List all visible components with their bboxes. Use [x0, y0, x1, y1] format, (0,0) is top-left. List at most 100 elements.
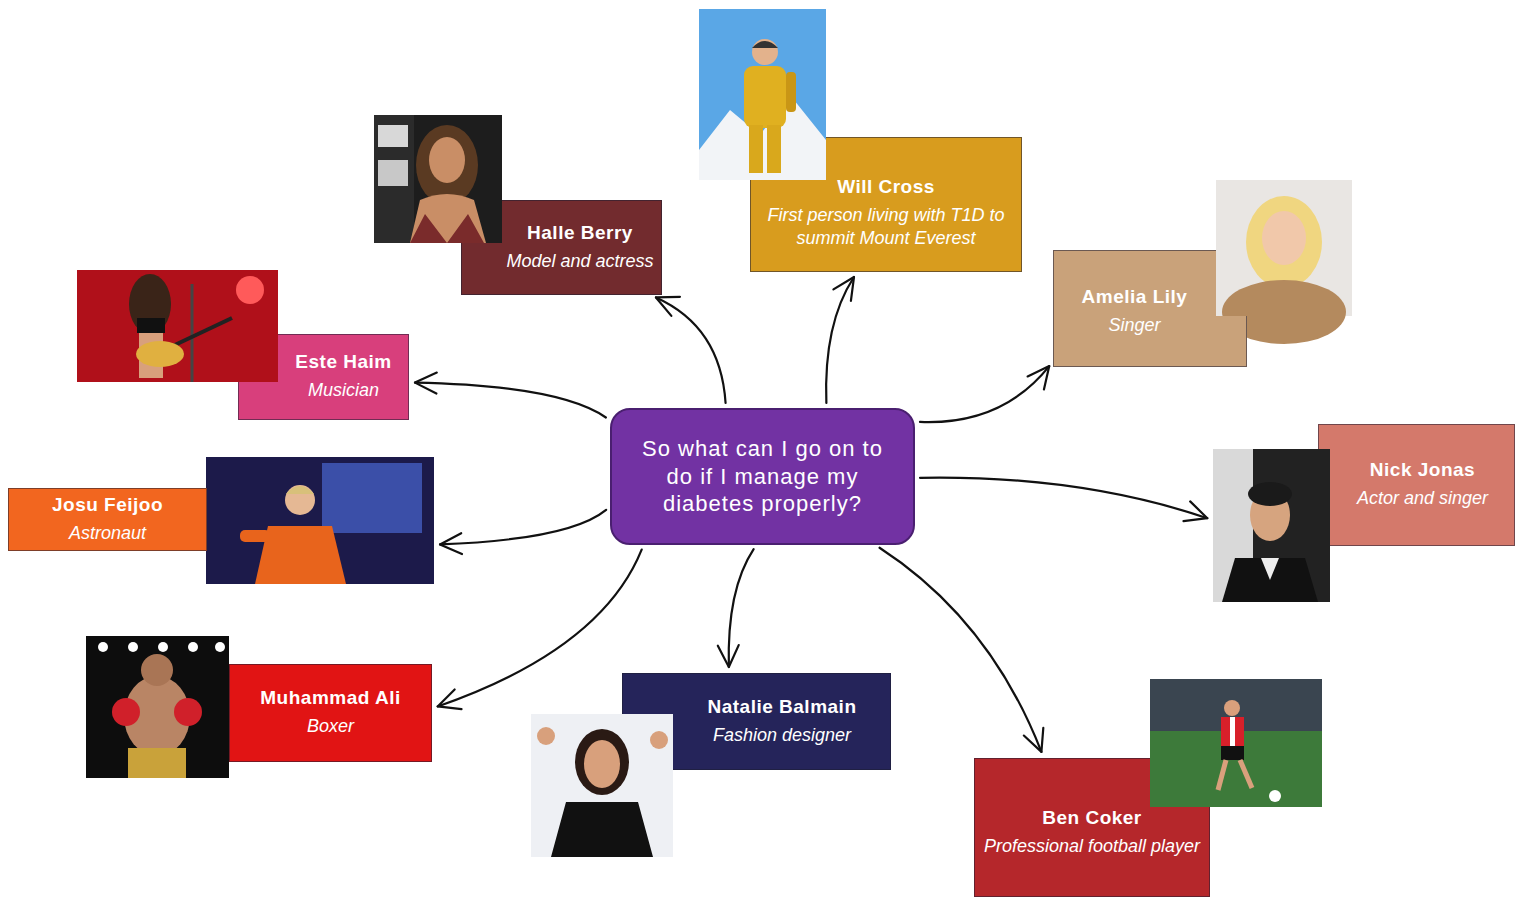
person-name: Este Haim: [295, 351, 391, 374]
photo-halle: [374, 115, 502, 243]
photo-bg: [531, 714, 673, 857]
arrow-head: [438, 689, 462, 709]
glove: [112, 698, 140, 726]
arm: [240, 530, 270, 542]
label-text: Nick JonasActor and singer: [1332, 430, 1513, 540]
suit: [744, 66, 786, 128]
photo-nick: [1213, 449, 1330, 602]
photo-natalie: [531, 714, 673, 857]
question-text-wrap: So what can I go on to do if I manage my…: [612, 427, 913, 526]
photo-bg: [206, 457, 434, 584]
question-box: So what can I go on to do if I manage my…: [610, 408, 915, 545]
label-text: Ben CokerProfessional football player: [976, 783, 1208, 883]
person-role: Astronaut: [69, 522, 146, 545]
leg: [767, 125, 781, 173]
person-name: Amelia Lily: [1082, 286, 1188, 309]
hair: [575, 729, 629, 795]
head: [752, 39, 778, 65]
arrow-head: [440, 533, 462, 554]
hand: [650, 731, 668, 749]
person-card: Josu FeijooAstronaut: [8, 457, 434, 584]
person-name: Nick Jonas: [1370, 459, 1475, 482]
arrow-head: [1028, 366, 1050, 389]
ball: [1269, 790, 1281, 802]
person-role: Singer: [1108, 314, 1160, 337]
head: [1224, 700, 1240, 716]
person-name: Ben Coker: [1042, 807, 1142, 830]
photo-will: [699, 9, 826, 180]
arrow-head: [1024, 728, 1043, 752]
person-role: Model and actress: [506, 250, 653, 273]
person-role: Boxer: [307, 715, 354, 738]
label-panel: [461, 200, 662, 295]
shirt-stripe: [1230, 717, 1235, 746]
hair: [129, 274, 171, 334]
shorts: [1221, 746, 1244, 760]
ring-light: [98, 642, 108, 652]
person-name: Halle Berry: [527, 222, 633, 245]
shorts: [128, 748, 186, 778]
person-card: Muhammad AliBoxer: [86, 636, 432, 778]
person-role: Actor and singer: [1357, 487, 1488, 510]
photo-bg: [1213, 449, 1330, 602]
hair: [1248, 482, 1292, 506]
person-card: Nick JonasActor and singer: [1213, 424, 1515, 602]
photo-bg: [77, 270, 278, 382]
face: [1262, 211, 1306, 265]
photo-bg: [86, 636, 229, 778]
photo-josu: [206, 457, 434, 584]
person-card: Ben CokerProfessional football player: [974, 679, 1322, 897]
hair: [1246, 196, 1322, 288]
connector-line: [920, 478, 1207, 519]
label-text: Halle BerryModel and actress: [500, 203, 660, 293]
leg: [1240, 760, 1252, 788]
suit: [1222, 558, 1318, 602]
connector-line: [440, 510, 606, 545]
shirt: [551, 802, 653, 857]
top: [137, 318, 165, 333]
connector: [826, 277, 854, 403]
person-name: Josu Feijoo: [52, 494, 163, 517]
backdrop-sign: [378, 160, 408, 186]
arrow-head: [833, 277, 854, 301]
label-panel: [1318, 424, 1515, 546]
question-text: So what can I go on to do if I manage my…: [630, 435, 895, 518]
connector: [440, 510, 606, 554]
arm: [786, 72, 796, 112]
person-name: Muhammad Ali: [260, 687, 400, 710]
photo-bg: [699, 9, 826, 180]
label-text: Josu FeijooAstronaut: [10, 490, 205, 549]
leg: [1218, 760, 1226, 790]
person-card: Este HaimMusician: [77, 270, 409, 420]
label-panel: [229, 664, 432, 762]
photo-ali: [86, 636, 229, 778]
connector-line: [415, 383, 606, 418]
connector-line: [438, 550, 642, 707]
shoulders: [410, 194, 486, 243]
hair: [286, 486, 314, 494]
person-role: Fashion designer: [713, 724, 851, 747]
connector: [718, 549, 754, 667]
connector-line: [729, 549, 754, 667]
label-text: Will CrossFirst person living with T1D t…: [760, 158, 1012, 268]
photo-ben: [1150, 679, 1322, 807]
person-role: First person living with T1D to summit M…: [760, 204, 1012, 251]
connector: [415, 373, 606, 418]
connector: [438, 550, 642, 710]
hair: [416, 125, 478, 205]
person-name: Will Cross: [837, 176, 935, 199]
backdrop-sign: [378, 125, 408, 147]
face: [584, 740, 620, 788]
arrow-head: [718, 645, 739, 667]
person-name: Natalie Balmain: [708, 696, 857, 719]
ring-light: [215, 642, 225, 652]
arrow-head: [1184, 501, 1208, 521]
person-role: Professional football player: [984, 835, 1200, 858]
connector: [920, 478, 1207, 522]
person-card: Natalie BalmainFashion designer: [531, 673, 891, 857]
label-panel: [1053, 250, 1247, 367]
hand: [537, 727, 555, 745]
photo-bg: [374, 115, 502, 243]
